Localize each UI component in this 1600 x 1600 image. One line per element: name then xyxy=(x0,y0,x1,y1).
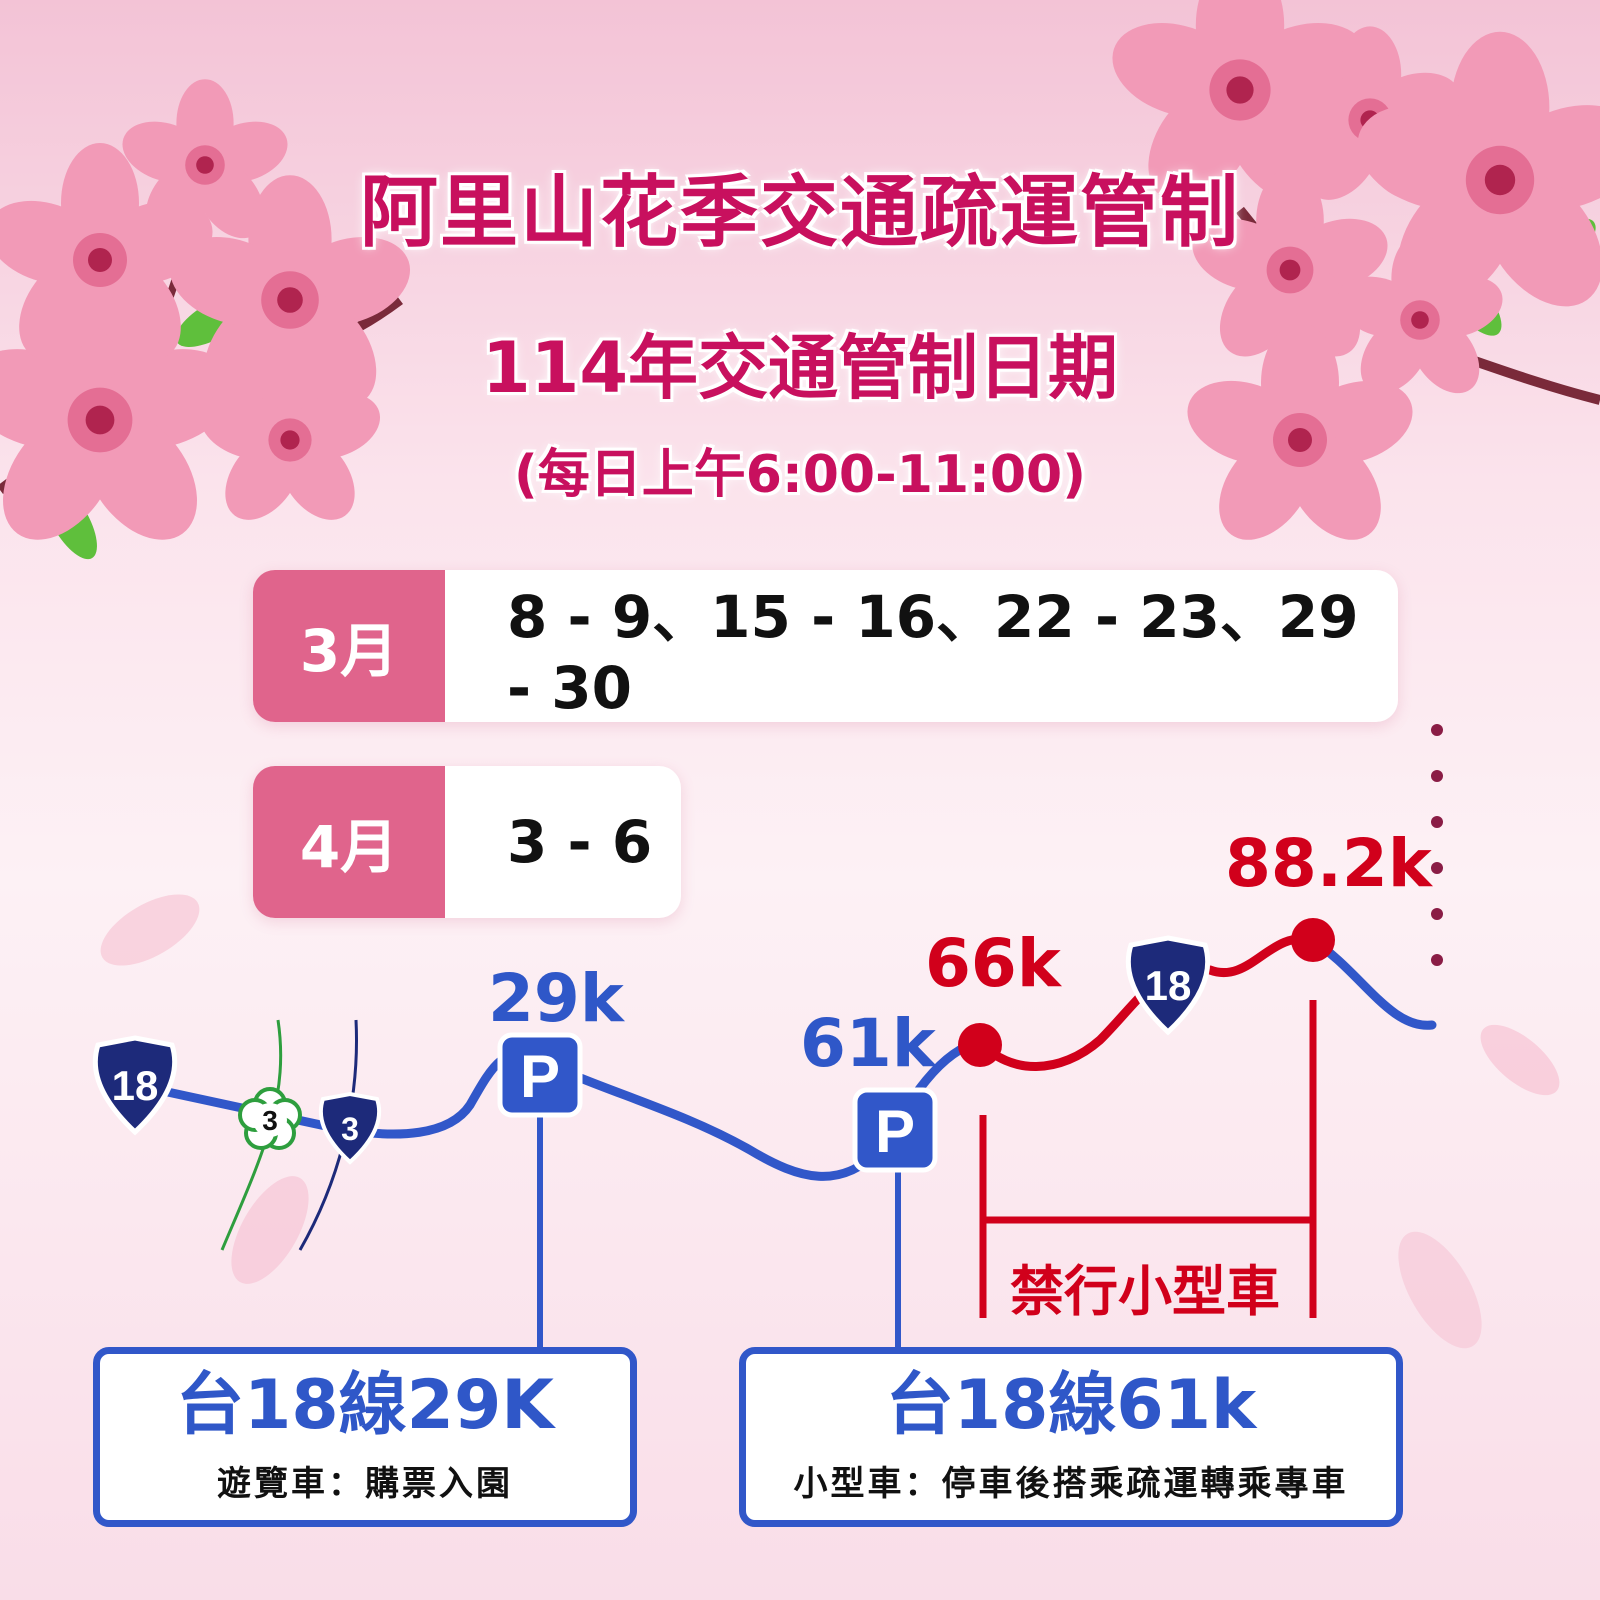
marker-88-2k-dot xyxy=(1291,918,1335,962)
county-3-label: 3 xyxy=(262,1105,278,1136)
marker-29k-label: 29k xyxy=(488,960,624,1037)
info-box-desc: 遊覽車：購票入園 xyxy=(217,1464,513,1504)
restriction-bracket xyxy=(979,1000,1317,1318)
parking-label: P xyxy=(520,1043,560,1110)
info-box-desc: 小型車：停車後搭乘疏運轉乘專車 xyxy=(793,1464,1349,1504)
route-18-label: 18 xyxy=(1145,962,1192,1009)
parking-icon: P xyxy=(497,1032,583,1118)
info-box-61k: 台18線61k 小型車：停車後搭乘疏運轉乘專車 xyxy=(739,1347,1403,1527)
time-note: (每日上午6:00-11:00) xyxy=(514,445,1086,505)
route-3-shield-icon: 3 xyxy=(318,1091,382,1165)
date-list: 8 - 9、15 - 16、22 - 23、29 - 30 xyxy=(507,583,1359,722)
marker-66k-dot xyxy=(958,1023,1002,1067)
marker-61k-label: 61k xyxy=(800,1005,936,1082)
parking-icon: P xyxy=(852,1087,938,1173)
route-18-shield-icon: 18 xyxy=(92,1035,178,1136)
subtitle: 114年交通管制日期 xyxy=(481,327,1119,409)
info-box-title: 台18線29K xyxy=(176,1366,554,1445)
route-18-shield-icon: 18 xyxy=(1125,935,1211,1036)
parking-label: P xyxy=(875,1098,915,1165)
marker-66k-label: 66k xyxy=(925,925,1061,1002)
month-badge: 3月 xyxy=(253,570,445,722)
month-badge: 4月 xyxy=(253,766,445,918)
route-continuation-dots xyxy=(1431,724,1443,966)
restriction-label: 禁行小型車 xyxy=(1010,1260,1280,1323)
county-3-flower-icon: 3 xyxy=(238,1087,302,1150)
marker-88-2k-label: 88.2k xyxy=(1225,825,1432,902)
schedule-row-march: 3月 8 - 9、15 - 16、22 - 23、29 - 30 xyxy=(253,570,1398,722)
route-18-label: 18 xyxy=(112,1062,159,1109)
date-list: 3 - 6 xyxy=(507,808,653,876)
schedule-row-april: 4月 3 - 6 xyxy=(253,766,681,918)
route-3-label: 3 xyxy=(341,1111,359,1147)
main-title: 阿里山花季交通疏運管制 xyxy=(359,168,1240,258)
info-box-title: 台18線61k xyxy=(885,1366,1257,1445)
info-box-29k: 台18線29K 遊覽車：購票入園 xyxy=(93,1347,637,1527)
